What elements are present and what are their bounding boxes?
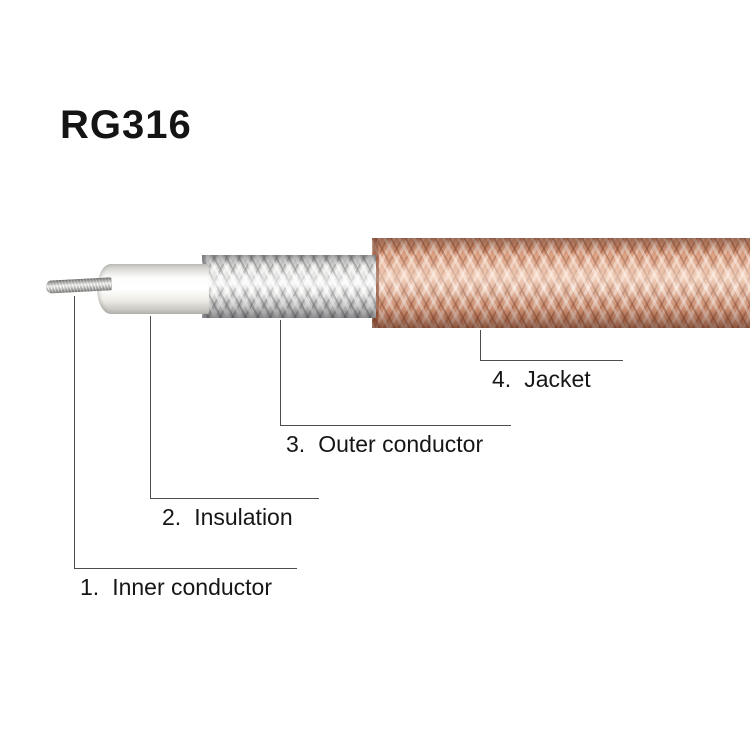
label-insulation-text: Insulation (194, 504, 293, 530)
label-outer-conductor-text: Outer conductor (318, 431, 484, 457)
cable-insulation-layer (97, 264, 209, 314)
label-inner-conductor: 1. Inner conductor (80, 574, 272, 601)
cable-jacket-layer (372, 238, 750, 328)
label-inner-conductor-number: 1. (80, 574, 100, 600)
label-insulation: 2. Insulation (162, 504, 293, 531)
label-outer-conductor-number: 3. (286, 431, 306, 457)
callout-line-insulation (150, 316, 319, 499)
callout-line-outer-conductor (280, 320, 511, 426)
label-jacket-number: 4. (492, 366, 512, 392)
diagram-title: RG316 (60, 103, 192, 147)
label-jacket-text: Jacket (524, 366, 591, 392)
label-insulation-number: 2. (162, 504, 182, 530)
label-inner-conductor-text: Inner conductor (112, 574, 273, 600)
label-outer-conductor: 3. Outer conductor (286, 431, 483, 458)
callout-line-jacket (480, 330, 623, 361)
label-jacket: 4. Jacket (492, 366, 591, 393)
callout-line-inner-conductor (74, 296, 297, 569)
